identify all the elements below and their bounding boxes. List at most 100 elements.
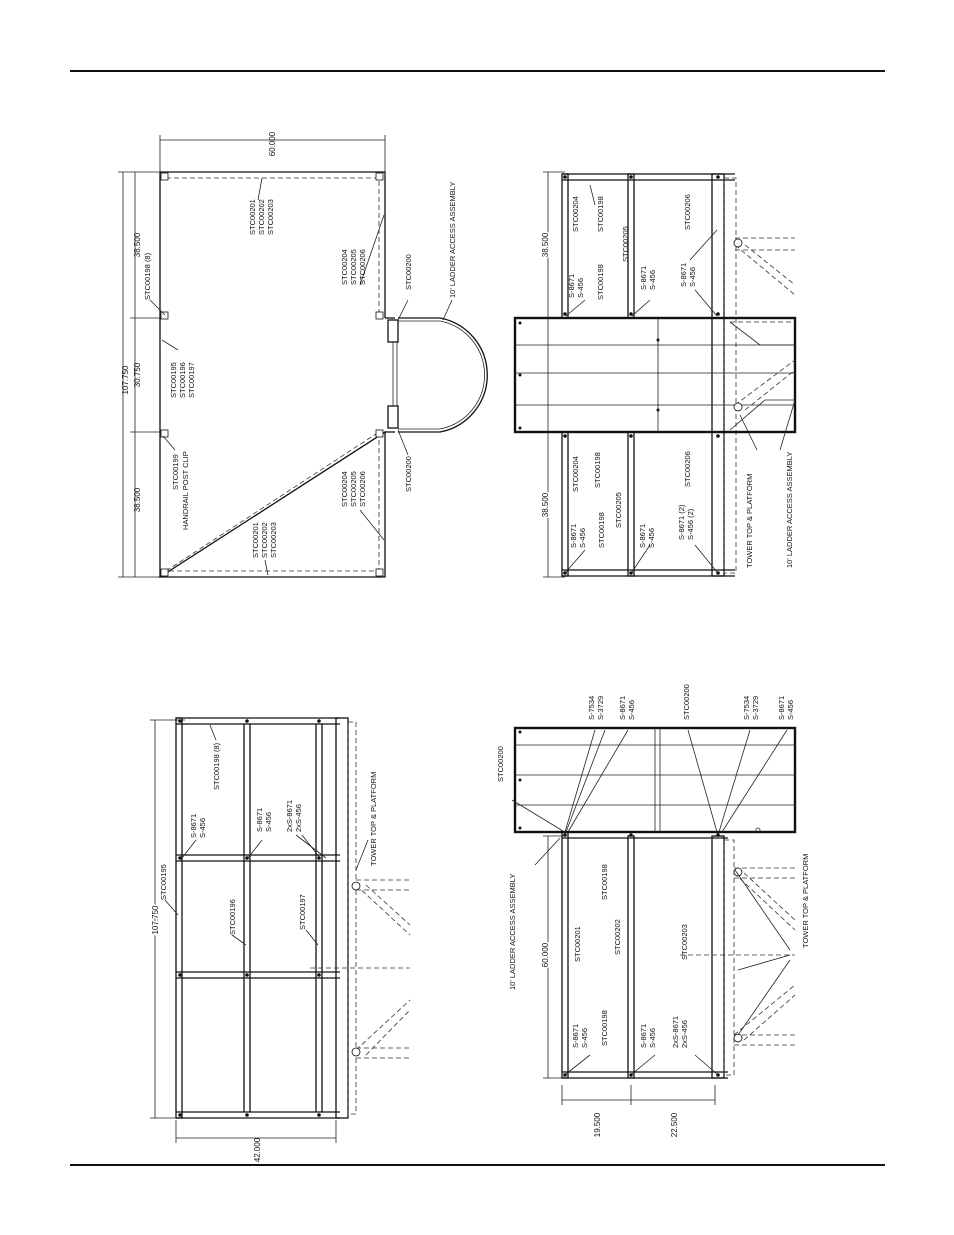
label-tower-platform: TOWER TOP & PLATFORM — [369, 772, 378, 866]
label-s456-b: S-456 — [786, 700, 795, 720]
label-stc198-b: STC00198 — [596, 264, 605, 300]
label-stc195: STC00195 — [159, 864, 168, 900]
label-s456: S-456 — [576, 278, 585, 298]
label-s8671-c: S-8671 — [571, 1024, 580, 1048]
label-stc206-b: STC00206 — [358, 471, 367, 507]
view-bottom-right: 60.000 19.500 22.500 STC00200 S-7534 S-3… — [496, 684, 810, 1137]
label-2xs8671: 2xS-8671 — [285, 800, 294, 832]
label-s7534-b: S-7534 — [742, 696, 751, 720]
label-2xs8671: 2xS-8671 — [671, 1016, 680, 1048]
bolt-markers — [178, 719, 321, 1117]
label-2xs456: 2xS-456 — [294, 804, 303, 832]
dim-seg-a: 38.500 — [541, 232, 550, 257]
bolt-markers — [518, 730, 720, 1077]
label-s456-f: S-456 (2) — [686, 508, 695, 540]
label-stc197: STC00197 — [298, 894, 307, 930]
label-stc205: STC00205 — [349, 249, 358, 285]
label-stc204-b: STC00204 — [340, 471, 349, 507]
footer-rule — [70, 1164, 885, 1166]
label-ladder-assembly: 10' LADDER ACCESS ASSEMBLY — [508, 874, 517, 990]
label-stc198-c: STC00198 — [593, 452, 602, 488]
label-stc198: STC00198 (8) — [212, 742, 221, 790]
inner-outline — [164, 177, 380, 572]
label-s456-c: S-456 — [580, 1028, 589, 1048]
label-s456-e: S-456 — [647, 528, 656, 548]
label-stc205: STC00205 — [621, 226, 630, 262]
view-top-right: 38.500 38.500 STC00204 STC00198 STC00198… — [513, 171, 797, 578]
part-labels: STC00200 S-7534 S-3729 S-8671 S-456 STC0… — [496, 684, 810, 1048]
frame-members — [175, 717, 410, 1119]
label-tower-platform: TOWER TOP & PLATFORM — [745, 474, 754, 568]
label-stc204: STC00204 — [340, 249, 349, 285]
ladder-opening — [385, 317, 488, 433]
label-s8671-b: S-8671 — [777, 696, 786, 720]
dim-seg-c: 38.500 — [133, 487, 142, 512]
label-s456-d: S-456 — [578, 528, 587, 548]
platform-outline — [157, 171, 386, 578]
frame-members — [561, 173, 737, 577]
leader-lines — [511, 729, 791, 1075]
dim-seg-b: 38.500 — [541, 492, 550, 517]
dim-width: 42.000 — [253, 1137, 262, 1162]
part-labels: STC00204 STC00198 STC00198 STC00205 STC0… — [567, 194, 794, 568]
dim-seg-b: 30.750 — [133, 362, 142, 387]
dim-width: 60.000 — [268, 131, 277, 156]
tower-bracing — [733, 237, 796, 412]
label-stc203-b: STC00203 — [269, 522, 278, 558]
label-s3729-b: S-3729 — [751, 696, 760, 720]
label-stc195: STC00195 — [169, 362, 178, 398]
label-stc197: STC00197 — [187, 362, 196, 398]
label-stc205-b: STC00205 — [349, 471, 358, 507]
bolt-markers — [518, 175, 720, 575]
label-s456-b: S-456 — [264, 812, 273, 832]
ladder-section — [513, 726, 797, 834]
label-ladder-assembly: 10' LADDER ACCESS ASSEMBLY — [785, 452, 794, 568]
view-bottom-left: 107.750 42.000 STC00198 (8) S-8671 S-456… — [150, 717, 411, 1162]
label-stc206: STC00206 — [683, 194, 692, 230]
label-stc202: STC00202 — [613, 919, 622, 955]
label-s8671: S-8671 — [189, 814, 198, 838]
ladder-section — [513, 316, 797, 434]
label-s456-d: S-456 — [648, 1028, 657, 1048]
view-top-left: 107.750 38.500 30.750 38.500 60.000 STC0… — [118, 131, 488, 578]
label-stc200-b: STC00200 — [682, 684, 691, 720]
label-s8671-d: S-8671 — [639, 1024, 648, 1048]
label-stc196: STC00196 — [178, 362, 187, 398]
label-stc202-b: STC00202 — [260, 522, 269, 558]
label-s456: S-456 — [198, 818, 207, 838]
label-s456-c: S-456 — [688, 267, 697, 287]
leader-lines — [149, 177, 453, 576]
label-stc202: STC00202 — [257, 199, 266, 235]
dim-width: 60.000 — [541, 942, 550, 967]
dim-length: 107.750 — [151, 905, 160, 934]
label-stc201: STC00201 — [573, 926, 582, 962]
label-s8671-b: S-8671 — [255, 808, 264, 832]
label-s8671: S-8671 — [618, 696, 627, 720]
label-stc196: STC00196 — [228, 899, 237, 935]
label-2xs456: 2xS-456 — [680, 1020, 689, 1048]
label-s8671-e: S-8671 — [638, 524, 647, 548]
label-stc203: STC00203 — [680, 924, 689, 960]
label-stc204-b: STC00204 — [571, 456, 580, 492]
label-stc201: STC00201 — [248, 199, 257, 235]
label-s8671-c: S-8671 — [679, 263, 688, 287]
label-stc201-b: STC00201 — [251, 522, 260, 558]
dim-seg-a: 38.500 — [133, 232, 142, 257]
label-stc200: STC00200 — [496, 746, 505, 782]
label-stc205-b: STC00205 — [614, 492, 623, 528]
label-stc198: STC00198 — [596, 196, 605, 232]
label-s456: S-456 — [627, 700, 636, 720]
label-handrail-clip: HANDRAIL POST CLIP — [181, 451, 190, 530]
dimension-lines — [118, 135, 386, 578]
label-stc198-b: STC00198 — [600, 1010, 609, 1046]
label-stc200-b: STC00200 — [404, 456, 413, 492]
tower-bracing — [351, 879, 411, 1059]
label-stc200: STC00200 — [404, 254, 413, 290]
lower-dims — [561, 1085, 716, 1105]
label-stc203: STC00203 — [266, 199, 275, 235]
label-stc204: STC00204 — [571, 196, 580, 232]
label-stc198: STC00198 (8) — [143, 252, 152, 300]
part-labels: STC00201 STC00202 STC00203 STC00198 (8) … — [143, 182, 457, 558]
label-ladder-assembly: 10' LADDER ACCESS ASSEMBLY — [448, 182, 457, 298]
